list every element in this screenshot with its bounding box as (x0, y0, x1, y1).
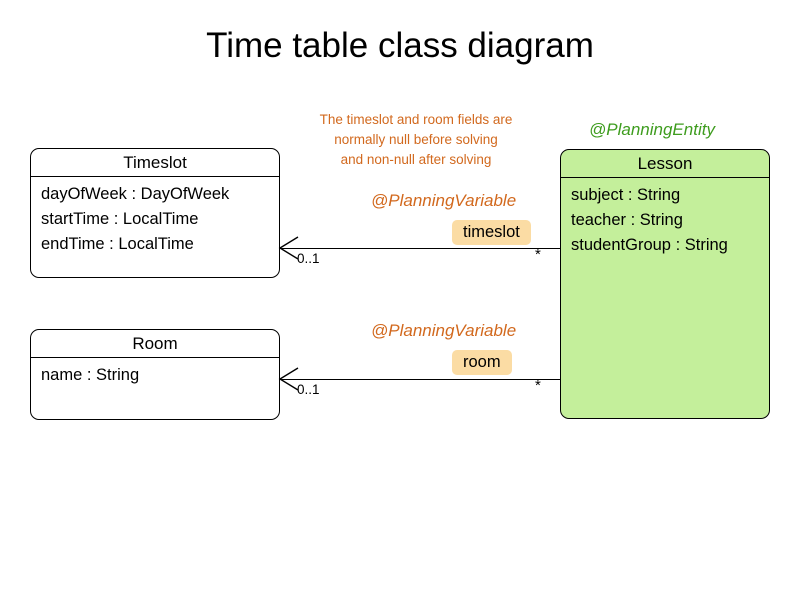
multiplicity-target-room: 0..1 (297, 382, 320, 397)
note-annotation: The timeslot and room fields are normall… (284, 110, 548, 170)
attribute-row: subject : String (571, 186, 681, 204)
class-box-lesson[interactable]: Lesson subject : String teacher : String… (560, 149, 770, 419)
class-name-room: Room (31, 330, 279, 358)
note-line: and non-null after solving (340, 152, 492, 167)
stereotype-planning-variable-timeslot: @PlanningVariable (371, 191, 517, 210)
page-title: Time table class diagram (206, 26, 594, 65)
attribute-row: studentGroup : String (571, 236, 728, 254)
multiplicity-target-timeslot: 0..1 (297, 251, 320, 266)
association-line-room (280, 379, 560, 380)
class-name-lesson: Lesson (561, 150, 769, 178)
class-attributes-room: name : String (31, 358, 279, 388)
note-line: normally null before solving (334, 132, 498, 147)
class-attributes-timeslot: dayOfWeek : DayOfWeek startTime : LocalT… (31, 177, 279, 257)
multiplicity-source-room: * (535, 377, 541, 394)
association-line-timeslot (280, 248, 560, 249)
open-arrowhead-icon (278, 236, 300, 262)
note-line: The timeslot and room fields are (319, 112, 513, 127)
attribute-row: dayOfWeek : DayOfWeek (41, 185, 230, 203)
attribute-row: name : String (41, 366, 140, 384)
class-box-timeslot[interactable]: Timeslot dayOfWeek : DayOfWeek startTime… (30, 148, 280, 278)
stereotype-planning-entity: @PlanningEntity (589, 120, 715, 139)
open-arrowhead-icon (278, 367, 300, 393)
class-name-timeslot: Timeslot (31, 149, 279, 177)
role-label-timeslot: timeslot (452, 220, 531, 245)
attribute-row: startTime : LocalTime (41, 210, 199, 228)
attribute-row: endTime : LocalTime (41, 235, 194, 253)
class-attributes-lesson: subject : String teacher : String studen… (561, 178, 769, 258)
role-label-room: room (452, 350, 512, 375)
multiplicity-source-timeslot: * (535, 246, 541, 263)
class-box-room[interactable]: Room name : String (30, 329, 280, 420)
attribute-row: teacher : String (571, 211, 683, 229)
stereotype-planning-variable-room: @PlanningVariable (371, 321, 517, 340)
